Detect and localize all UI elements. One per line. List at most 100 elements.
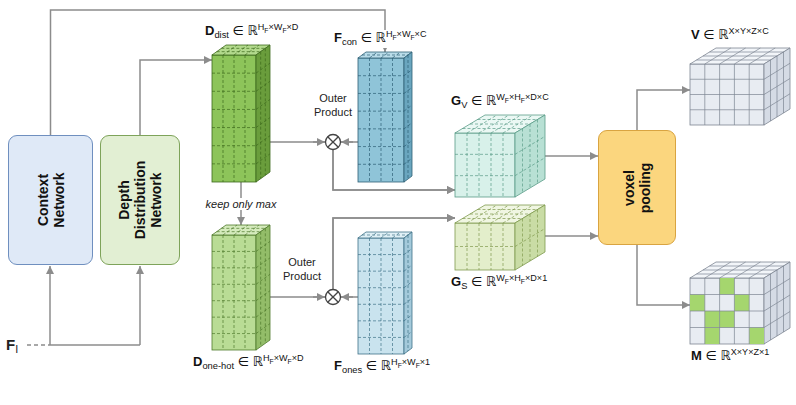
side-face bbox=[515, 115, 545, 197]
occupied-cell bbox=[705, 328, 720, 345]
connector bbox=[545, 155, 598, 157]
side-face bbox=[404, 232, 412, 354]
occupied-cell bbox=[705, 311, 720, 328]
text-part: ×W bbox=[274, 353, 288, 363]
voxel-grid: M ∈ ℝX×Y×Z×1 bbox=[690, 262, 790, 344]
text-part: V bbox=[461, 100, 467, 110]
grid-lines bbox=[358, 232, 412, 354]
text-part: M bbox=[691, 348, 702, 363]
input-wire bbox=[27, 344, 50, 346]
tensor-label: Fones ∈ ℝHF×WF×1 bbox=[333, 358, 431, 376]
text-part: ones bbox=[342, 365, 362, 375]
tensor-block: Done-hot ∈ ℝHF×WF×D bbox=[212, 225, 270, 350]
grid-lines bbox=[212, 45, 270, 182]
grid-lines bbox=[455, 205, 545, 270]
text-part: V bbox=[691, 27, 700, 42]
front-face bbox=[358, 58, 404, 182]
grid-lines bbox=[690, 262, 790, 344]
text-part: ×1 bbox=[420, 357, 430, 367]
text-part: F bbox=[398, 362, 402, 369]
tensor-shape bbox=[455, 205, 545, 270]
occupied-cell bbox=[720, 311, 735, 328]
connector bbox=[637, 245, 690, 305]
input-label: FI bbox=[6, 336, 18, 355]
tensor-shape bbox=[455, 115, 545, 197]
tensor-label: Done-hot ∈ ℝHF×WF×D bbox=[192, 354, 305, 372]
input-wire bbox=[139, 266, 141, 345]
occupied-cell bbox=[749, 328, 764, 345]
text-part: F bbox=[521, 278, 525, 285]
text-part: ∈ ℝ bbox=[467, 93, 496, 108]
text-part: D bbox=[205, 23, 214, 38]
text-part: H bbox=[391, 357, 398, 367]
connector bbox=[545, 235, 598, 237]
tensor-block: GS ∈ ℝWF×HF×D×1 bbox=[455, 205, 545, 270]
top-face bbox=[358, 232, 412, 238]
text-part: G bbox=[451, 274, 461, 289]
grid-lines bbox=[358, 52, 412, 182]
text-part: ∈ ℝ bbox=[467, 274, 496, 289]
occupied-cell bbox=[734, 295, 749, 312]
text-part: G bbox=[451, 93, 461, 108]
text-part: F bbox=[505, 278, 509, 285]
network-box: Context Network bbox=[8, 135, 93, 265]
text-part: F bbox=[334, 30, 342, 45]
tensor-block: Fones ∈ ℝHF×WF×1 bbox=[358, 232, 412, 354]
voxel-cube bbox=[690, 48, 790, 125]
front-face bbox=[690, 64, 764, 125]
text-part: H bbox=[263, 353, 270, 363]
text-part: ×W bbox=[402, 357, 416, 367]
network-box: Depth Distribution Network bbox=[100, 135, 180, 265]
front-face bbox=[690, 278, 764, 344]
grid-lines bbox=[212, 225, 270, 350]
text-part: ×D×1 bbox=[525, 273, 547, 283]
tensor-block: Ddist ∈ ℝHF×WF×D bbox=[212, 45, 270, 182]
voxel-grid: V ∈ ℝX×Y×Z×C bbox=[690, 48, 790, 125]
text-part: ×H bbox=[509, 92, 521, 102]
network-label: Context Network bbox=[35, 150, 67, 250]
text-part: H bbox=[258, 22, 265, 32]
tensor-shape bbox=[212, 45, 270, 182]
front-face bbox=[455, 133, 515, 197]
text-part: one-hot bbox=[202, 361, 234, 371]
input-wire bbox=[49, 266, 51, 345]
text-part: S bbox=[461, 281, 467, 291]
text-part: ×H bbox=[509, 273, 521, 283]
connector bbox=[140, 60, 212, 135]
pooling-box: voxel pooling bbox=[598, 130, 676, 245]
tensor-shape bbox=[212, 225, 270, 350]
text-part: ×D bbox=[292, 353, 304, 363]
tensor-label: V ∈ ℝX×Y×Z×C bbox=[690, 27, 770, 44]
connector bbox=[637, 90, 690, 130]
tensor-label: GS ∈ ℝWF×HF×D×1 bbox=[450, 274, 548, 292]
tensor-shape bbox=[358, 52, 412, 182]
occupied-cell bbox=[690, 295, 705, 312]
text-part: X×Y×Z×C bbox=[729, 26, 769, 36]
operand-arrow bbox=[341, 141, 353, 143]
outer-product-symbol bbox=[326, 290, 341, 305]
network-label: voxel pooling bbox=[621, 153, 653, 223]
edge-label: keep only max bbox=[204, 198, 279, 210]
side-face bbox=[515, 205, 545, 270]
voxel-cube bbox=[690, 262, 790, 344]
text-part: X×Y×Z×1 bbox=[731, 347, 770, 357]
text-part: I bbox=[15, 343, 18, 355]
tensor-label: M ∈ ℝX×Y×Z×1 bbox=[690, 348, 770, 365]
top-face bbox=[358, 52, 412, 58]
tensor-block: Fcon ∈ ℝHF×WF×C bbox=[358, 52, 412, 182]
text-part: ∈ ℝ bbox=[702, 348, 731, 363]
text-part: ×W bbox=[268, 22, 282, 32]
text-part: dist bbox=[214, 30, 229, 40]
text-part: F bbox=[6, 336, 15, 353]
occupied-cell bbox=[720, 278, 735, 295]
front-face bbox=[212, 235, 256, 350]
operand-arrow bbox=[313, 141, 325, 143]
text-part: ∈ ℝ bbox=[357, 30, 386, 45]
text-part: F bbox=[334, 358, 342, 373]
input-wire bbox=[50, 344, 140, 346]
text-part: ×C bbox=[415, 29, 427, 39]
text-part: F bbox=[410, 34, 414, 41]
tensor-block: GV ∈ ℝWF×HF×D×C bbox=[455, 115, 545, 197]
grid-lines bbox=[690, 48, 790, 125]
text-part: ∈ ℝ bbox=[234, 354, 263, 369]
